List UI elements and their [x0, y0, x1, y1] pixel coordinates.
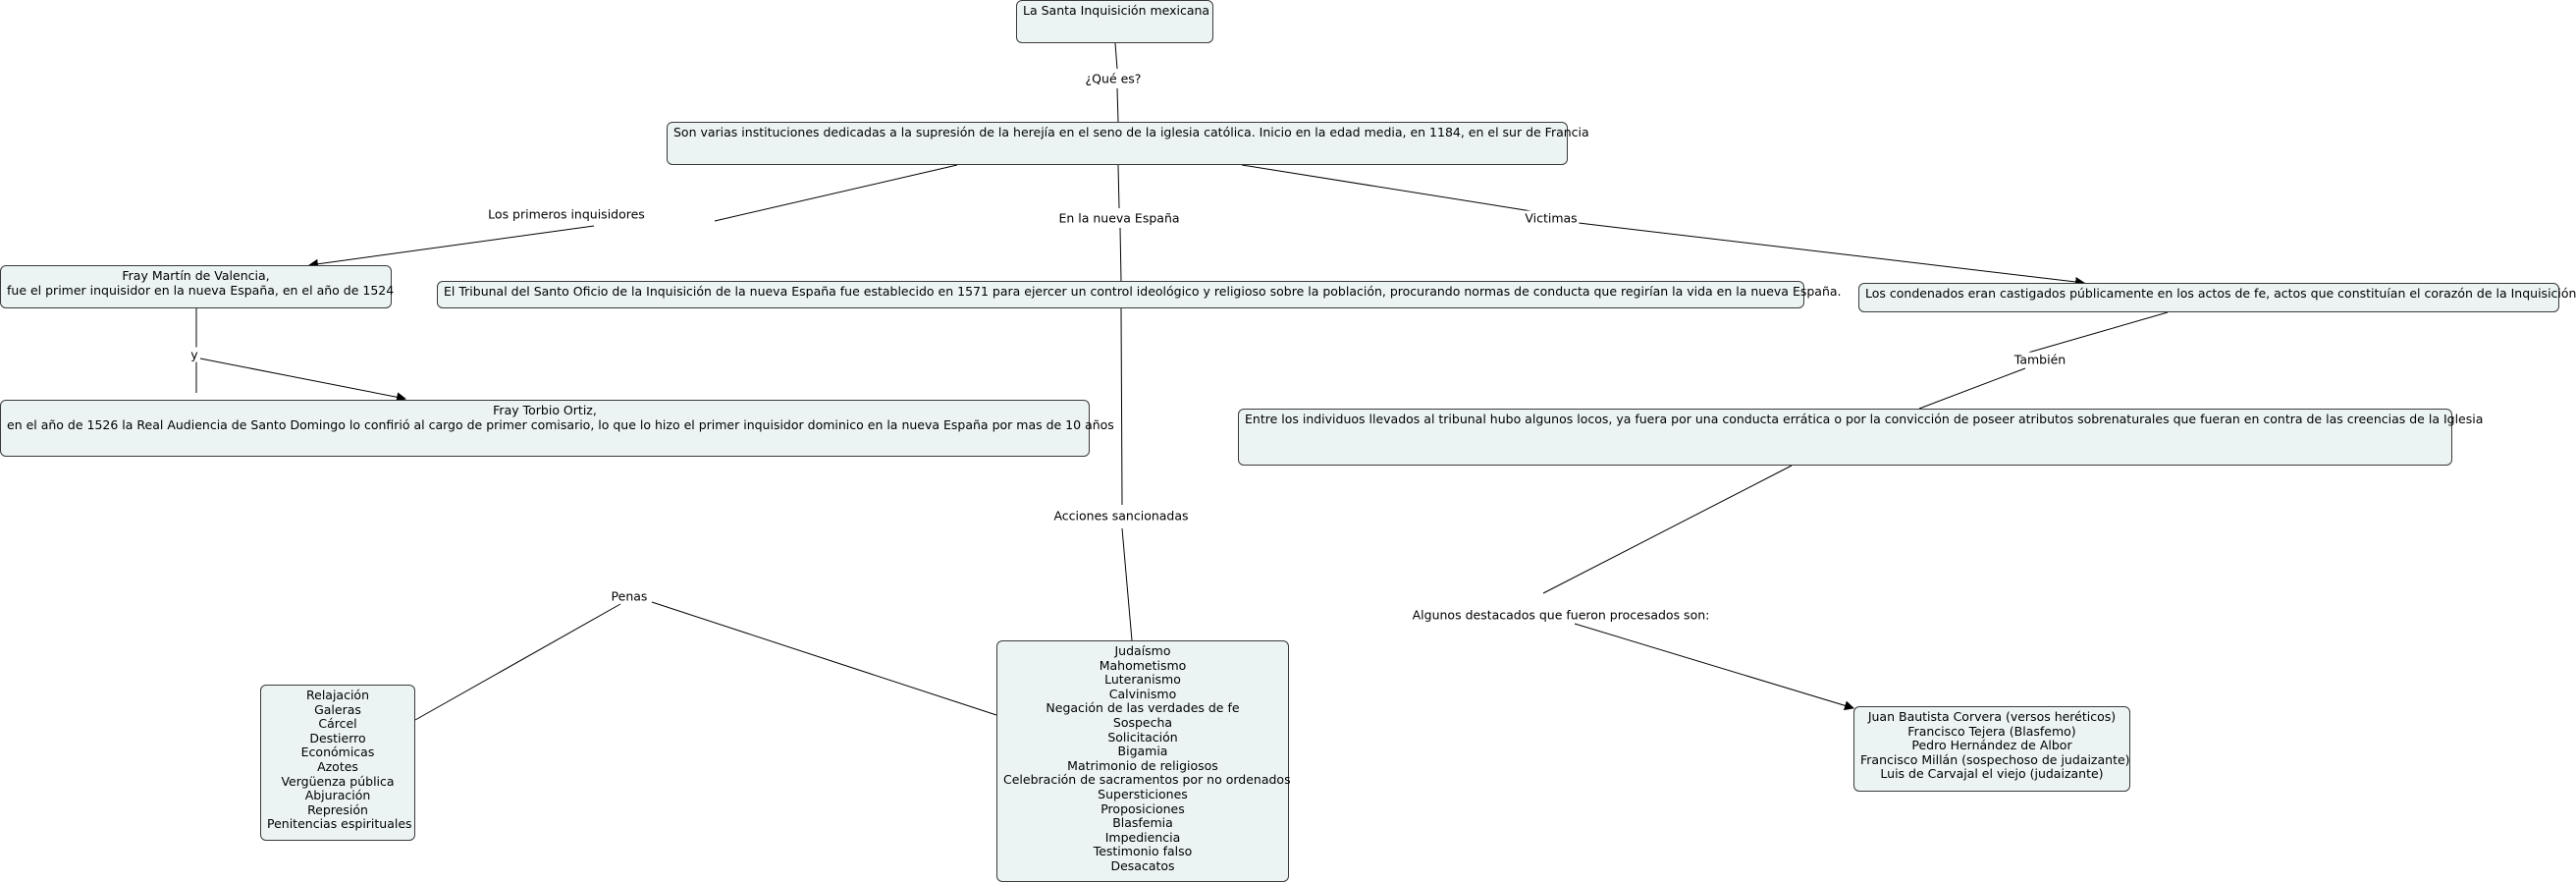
procesado-item: Francisco Millán (sospechoso de judaizan… [1860, 751, 2130, 767]
accion-item: Proposiciones [1100, 800, 1185, 816]
node-tribunal-text: El Tribunal del Santo Oficio de la Inqui… [444, 284, 1842, 299]
pena-item: Azotes [317, 758, 358, 774]
node-definition-text: Son varias instituciones dedicadas a la … [673, 125, 1589, 139]
accion-item: Calvinismo [1108, 686, 1177, 701]
accion-item: Testimonio falso [1093, 844, 1193, 859]
node-acciones: Judaísmo Mahometismo Luteranismo Calvini… [996, 640, 1291, 882]
link-label-y: y [188, 347, 200, 362]
node-torbio-line-1: Fray Torbio Ortiz, [493, 403, 597, 417]
link-label-victimas: Victimas [1523, 210, 1580, 226]
procesado-item: Pedro Hernández de Albor [1911, 738, 2072, 753]
procesado-item: Luis de Carvajal el viejo (judaizante) [1880, 766, 2104, 782]
accion-item: Matrimonio de religiosos [1067, 757, 1218, 773]
node-martin: Fray Martín de Valencia, fue el primer i… [0, 265, 395, 308]
link-label-nueva-espana: En la nueva España [1056, 210, 1182, 226]
link-label-que-es: ¿Qué es? [1083, 71, 1144, 86]
accion-item: Luteranismo [1104, 672, 1181, 688]
accion-item: Celebración de sacramentos por no ordena… [1003, 772, 1291, 788]
accion-item: Judaísmo [1114, 643, 1171, 658]
pena-item: Penitencias espirituales [267, 816, 412, 832]
node-martin-line-2: fue el primer inquisidor en la nueva Esp… [7, 282, 395, 298]
pena-item: Represión [307, 801, 368, 817]
node-martin-line-1: Fray Martín de Valencia, [122, 268, 270, 283]
accion-item: Desacatos [1110, 857, 1175, 873]
node-locos-text: Entre los individuos llevados al tribuna… [1245, 412, 2484, 426]
accion-item: Blasfemia [1112, 815, 1173, 831]
node-definition: Son varias instituciones dedicadas a la … [667, 122, 1589, 165]
node-penas: Relajación Galeras Cárcel Destierro Econ… [260, 685, 415, 841]
node-torbio: Fray Torbio Ortiz, en el año de 1526 la … [0, 400, 1114, 457]
node-locos: Entre los individuos llevados al tribuna… [1238, 409, 2484, 466]
node-root-text: La Santa Inquisición mexicana [1023, 3, 1210, 18]
pena-item: Abjuración [304, 788, 371, 803]
node-tribunal: El Tribunal del Santo Oficio de la Inqui… [437, 281, 1842, 308]
pena-item: Galeras [314, 701, 361, 717]
node-condenados-text: Los condenados eran castigados públicame… [1865, 286, 2576, 301]
pena-item: Cárcel [318, 716, 357, 732]
link-label-primeros-inquisidores: Los primeros inquisidores [486, 206, 647, 222]
node-root: La Santa Inquisición mexicana [1016, 0, 1213, 43]
accion-item: Solicitación [1107, 729, 1178, 745]
accion-item: Supersticiones [1098, 786, 1188, 801]
pena-item: Económicas [300, 745, 375, 760]
accion-item: Bigamia [1117, 744, 1168, 759]
accion-item: Negación de las verdades de fe [1046, 700, 1240, 716]
link-label-destacados: Algunos destacados que fueron procesados… [1410, 607, 1712, 623]
pena-item: Relajación [306, 688, 369, 702]
accion-item: Sospecha [1112, 714, 1173, 730]
procesado-item: Juan Bautista Corvera (versos heréticos) [1867, 709, 2117, 724]
accion-item: Impediencia [1104, 829, 1181, 845]
pena-item: Vergüenza pública [281, 773, 395, 789]
node-condenados: Los condenados eran castigados públicame… [1858, 283, 2576, 312]
accion-item: Mahometismo [1099, 657, 1187, 673]
link-label-tambien: También [2012, 352, 2068, 367]
node-torbio-line-2: en el año de 1526 la Real Audiencia de S… [7, 416, 1114, 432]
procesado-item: Francisco Tejera (Blasfemo) [1907, 723, 2076, 739]
link-label-penas: Penas [609, 588, 650, 604]
link-label-acciones-sancionadas: Acciones sancionadas [1051, 508, 1191, 524]
node-procesados: Juan Bautista Corvera (versos heréticos)… [1853, 706, 2130, 792]
pena-item: Destierro [309, 730, 366, 745]
